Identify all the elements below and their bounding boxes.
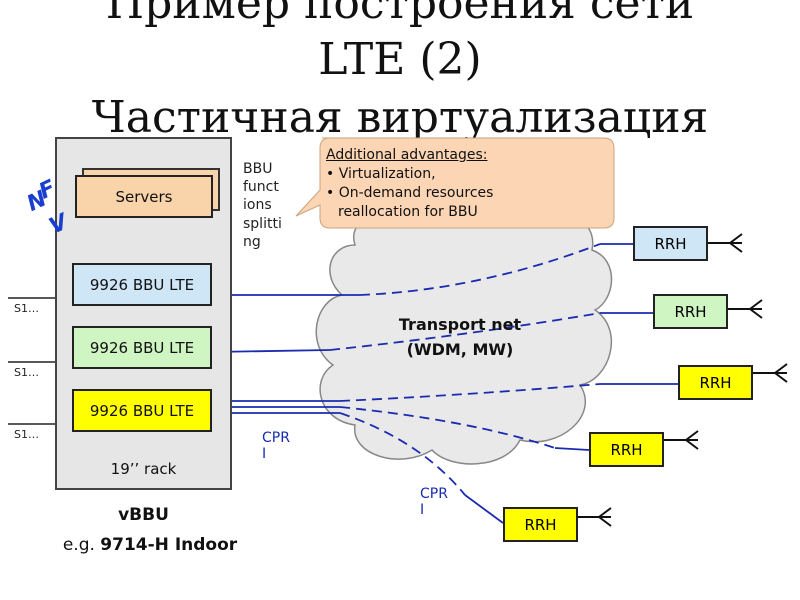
antenna-icons bbox=[577, 233, 788, 527]
cpri-links bbox=[211, 243, 678, 524]
bbu-split-note-line: splitti bbox=[243, 215, 282, 232]
rrh-4: RRH bbox=[589, 432, 664, 467]
callout-item: reallocation for BBU bbox=[338, 203, 478, 220]
callout-bubble bbox=[295, 137, 615, 229]
s1-label-1: S1… bbox=[14, 302, 39, 315]
slide-title-line2: LTE (2) bbox=[318, 34, 482, 85]
rrh-1: RRH bbox=[633, 226, 708, 261]
rrh-5: RRH bbox=[503, 507, 578, 542]
callout-text: Additional advantages: • Virtualization,… bbox=[326, 146, 493, 222]
slide-subtitle: Частичная виртуализация bbox=[91, 92, 709, 143]
s1-label-2: S1… bbox=[14, 366, 39, 379]
rrh-3: RRH bbox=[678, 365, 753, 400]
bbu-split-note-line: ions bbox=[243, 197, 272, 214]
bbu-split-note-line: funct bbox=[243, 179, 279, 196]
callout-item: • On-demand resources bbox=[326, 184, 494, 201]
servers-box: Servers bbox=[75, 175, 213, 218]
cpri-label-2: CPR I bbox=[420, 486, 448, 518]
callout-heading: Additional advantages: bbox=[326, 147, 488, 163]
bbu-unit-1: 9926 BBU LTE bbox=[72, 263, 212, 306]
cpri-label-line: CPR bbox=[420, 486, 448, 502]
cpri-label-line: I bbox=[420, 502, 425, 519]
rrh-2: RRH bbox=[653, 294, 728, 329]
example-line: e.g. 9714-H Indoor bbox=[30, 535, 270, 555]
cpri-label-1: CPR I bbox=[262, 430, 290, 462]
example-prefix: e.g. bbox=[62, 535, 101, 555]
callout-item: • Virtualization, bbox=[326, 165, 436, 182]
rack-label: 19’’ rack bbox=[110, 460, 177, 478]
cpri-label-line: CPR bbox=[262, 430, 290, 446]
example-model: 9714-H Indoor bbox=[100, 535, 238, 555]
s1-label-3: S1… bbox=[14, 428, 39, 441]
cloud-label-line2: (WDM, MW) bbox=[407, 340, 514, 359]
bbu-unit-2: 9926 BBU LTE bbox=[72, 326, 212, 369]
slide-title-line1: Пример построения сети bbox=[105, 0, 695, 29]
bbu-unit-3: 9926 BBU LTE bbox=[72, 389, 212, 432]
bbu-split-note: BBU funct ions splitti ng bbox=[243, 160, 282, 251]
svg-text:V: V bbox=[46, 209, 74, 240]
cloud-label-line1: Transport net bbox=[399, 315, 522, 334]
vbbu-label: vBBU bbox=[118, 505, 169, 525]
bbu-split-note-line: ng bbox=[243, 233, 261, 250]
nfv-label: N F V bbox=[23, 176, 74, 240]
cpri-label-line: I bbox=[262, 446, 267, 463]
bbu-split-note-line: BBU bbox=[243, 161, 273, 177]
